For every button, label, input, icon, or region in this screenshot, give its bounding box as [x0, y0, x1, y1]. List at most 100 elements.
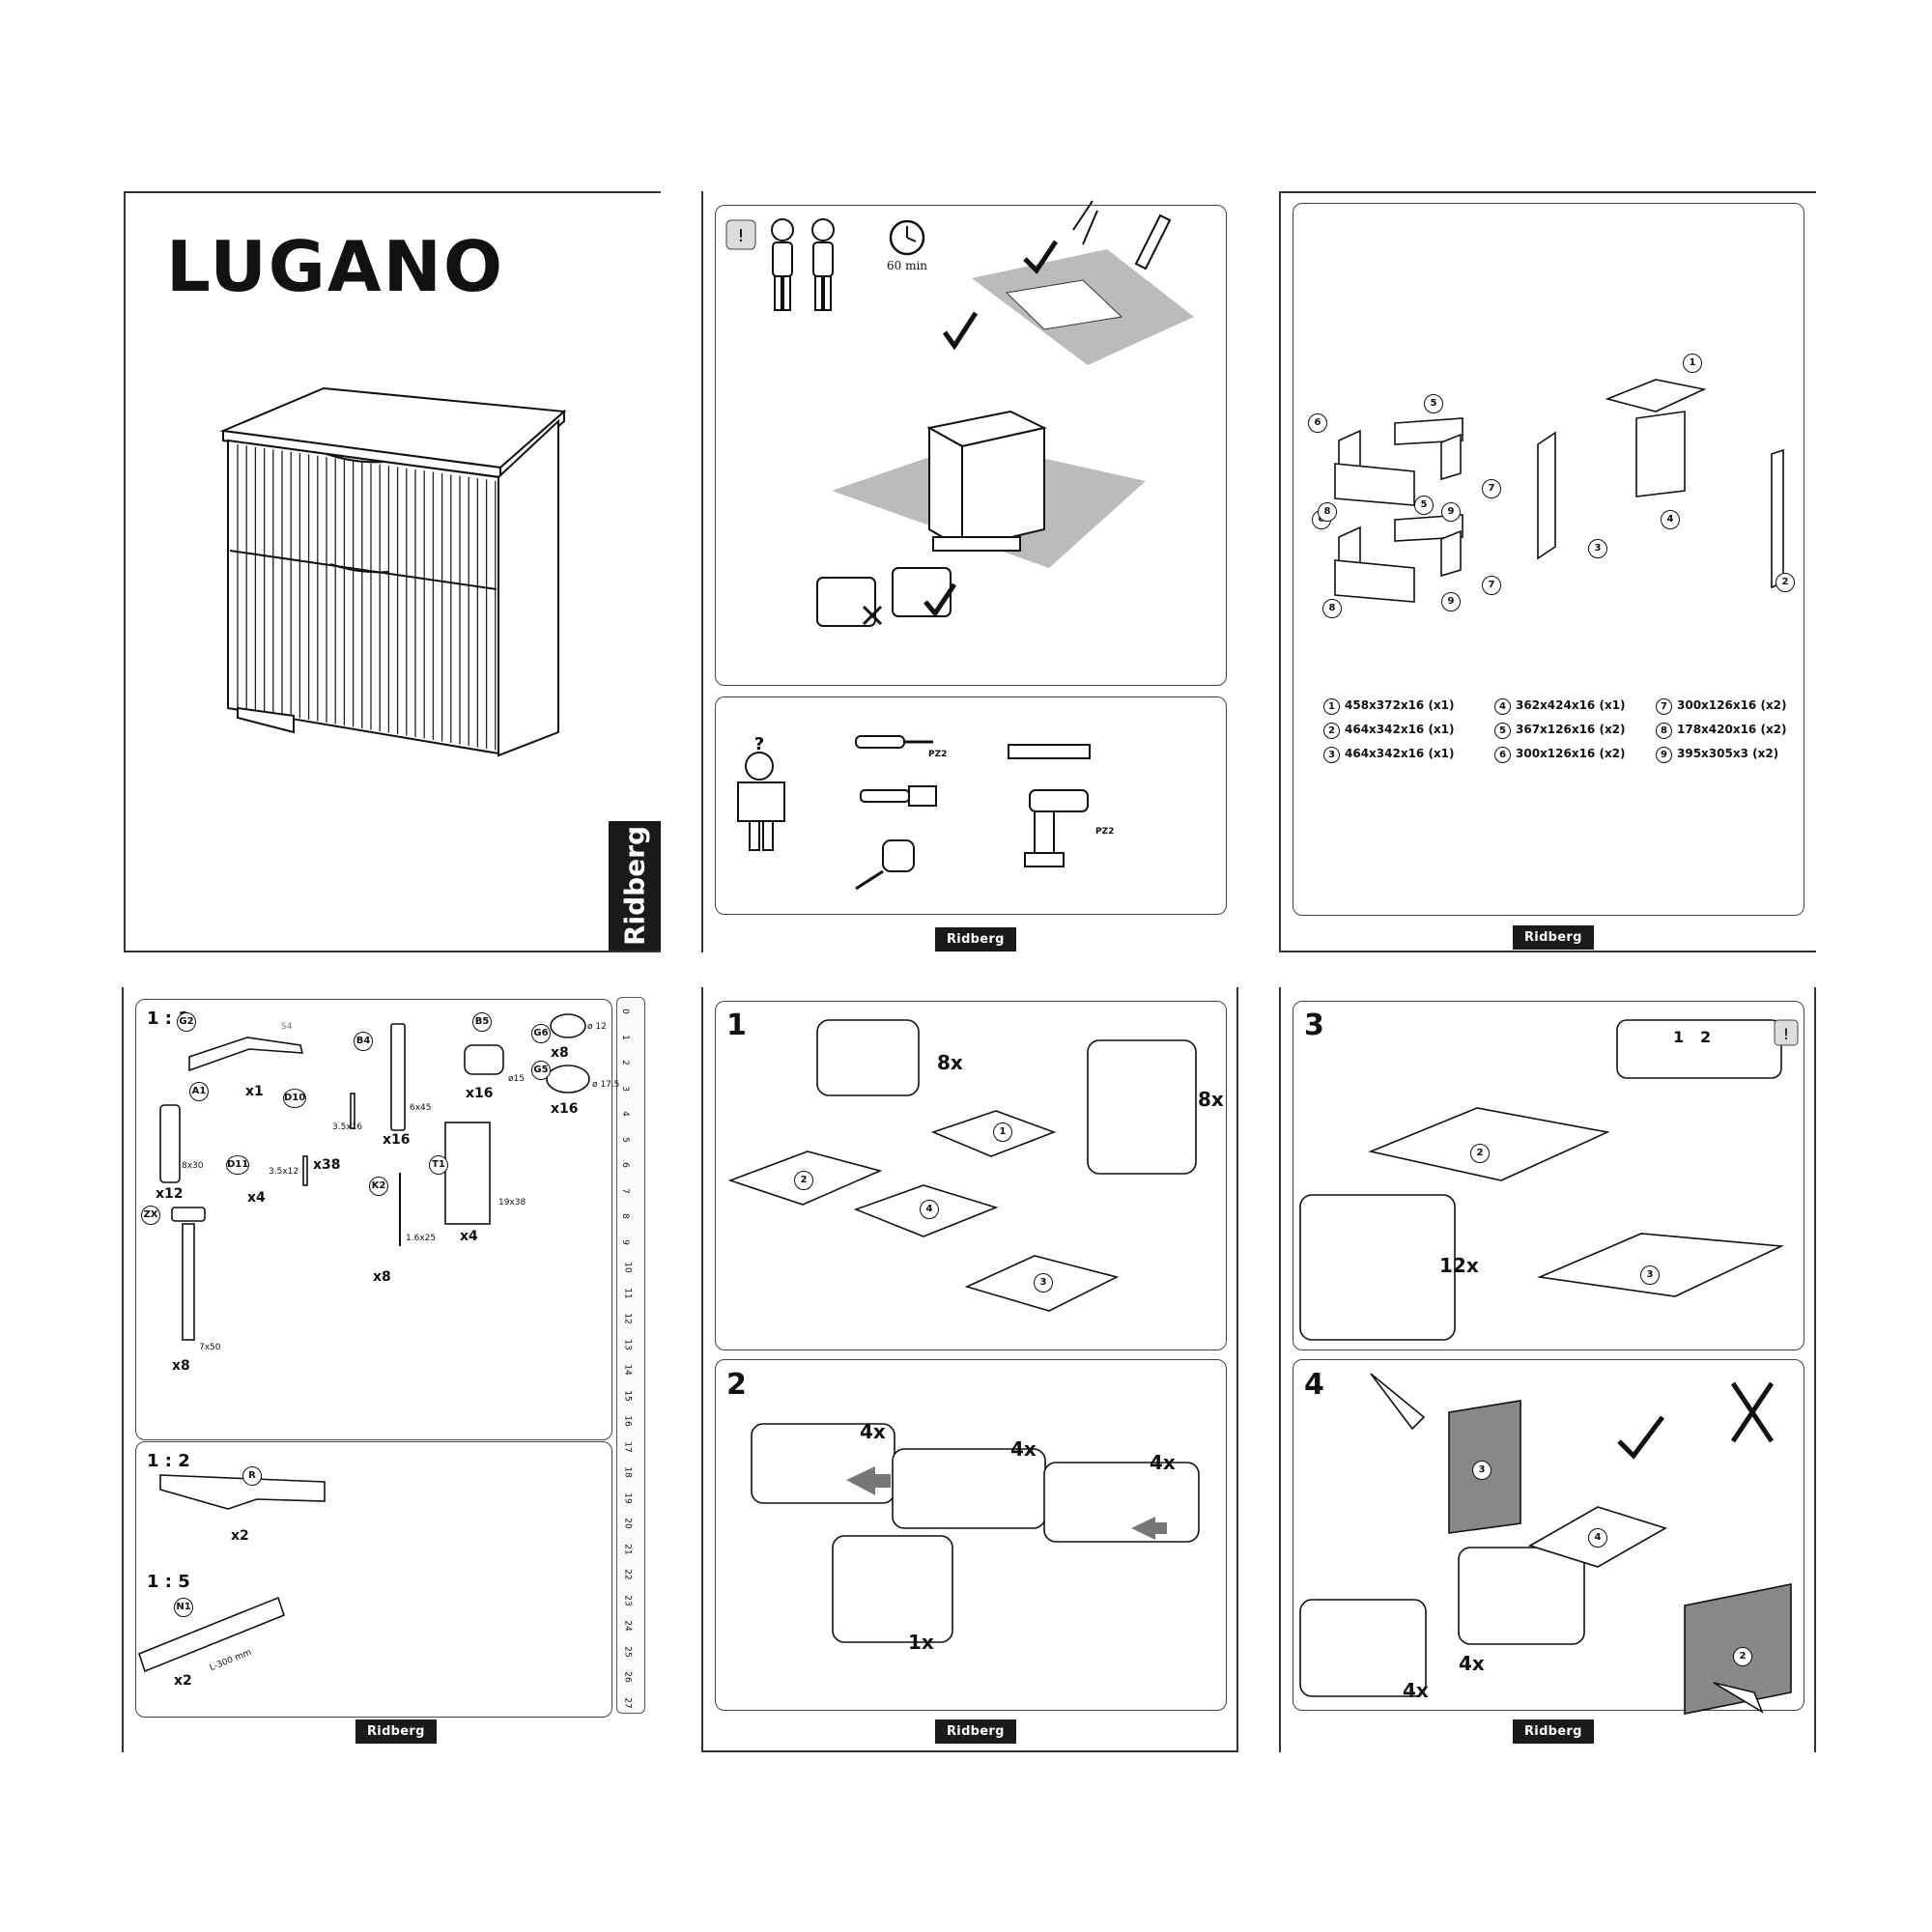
cover-page: LUGANO Ridberg — [124, 191, 661, 952]
svg-text:!: ! — [1783, 1025, 1789, 1043]
cover-brand-tab: Ridberg — [609, 821, 661, 951]
parts-page: 1 2 3 4 5 5 6 6 7 7 8 8 9 9 1458x372x16 … — [1279, 191, 1816, 952]
step1-part-2: 2 — [794, 1171, 813, 1190]
steps34-border-right — [1814, 987, 1816, 1752]
ruler-tick-label: 12 — [622, 1313, 633, 1324]
exploded-parts-illustration — [1334, 379, 1784, 603]
ruler-tick-label: 24 — [622, 1620, 633, 1632]
cover-border-bottom — [124, 951, 661, 952]
step-2-qty-b: 4x — [1010, 1437, 1037, 1461]
part-marker-8b: 8 — [1322, 599, 1342, 618]
hw-ZX-code: ZX — [141, 1206, 160, 1225]
steps12-border-right — [1236, 987, 1238, 1752]
step1-part-4: 4 — [920, 1200, 939, 1219]
part-marker-3: 3 — [1588, 539, 1607, 558]
screwdriver-bit-label: PZ2 — [928, 750, 948, 759]
step1-part-1: 1 — [993, 1122, 1012, 1142]
hw-D11-size: 3.5x12 — [269, 1167, 299, 1177]
step1-part-3: 3 — [1034, 1273, 1053, 1293]
ruler-tick-label: 3 — [619, 1085, 630, 1092]
hw-G5-size: ø 17.5 — [592, 1080, 620, 1090]
step3-part-3: 3 — [1640, 1265, 1660, 1285]
part-marker-4: 4 — [1661, 510, 1680, 529]
part-marker-2: 2 — [1776, 573, 1795, 592]
hw-G6-size: ø 12 — [587, 1022, 607, 1032]
part-marker-5b: 5 — [1414, 496, 1434, 515]
steps34-brand-tab: Ridberg — [1513, 1719, 1594, 1744]
parts-panel — [1293, 203, 1804, 916]
part-marker-5a: 5 — [1424, 394, 1443, 413]
hw-B5-qty: x16 — [466, 1086, 494, 1101]
scale-1-5: 1 : 5 — [147, 1572, 190, 1592]
hw-G5-code: G5 — [531, 1061, 551, 1080]
step4-part-2: 2 — [1733, 1647, 1752, 1666]
ruler-tick-label: 1 — [619, 1034, 630, 1040]
steps-3-4-page: 3 4 ! 12x 1 2 4x 4x 2 3 3 4 2 Ridberg — [1279, 987, 1816, 1752]
hardware-border-left — [122, 987, 124, 1752]
hw-ZX-size: 7x50 — [199, 1343, 221, 1352]
scale-1-2: 1 : 2 — [147, 1451, 190, 1471]
ruler-tick-label: 21 — [622, 1543, 633, 1555]
hw-G2-size: S4 — [281, 1022, 293, 1032]
step-4-qty-a: 4x — [1459, 1652, 1485, 1675]
step-2-qty-c: 4x — [1150, 1451, 1176, 1474]
hw-D11-code: D11 — [226, 1155, 249, 1175]
steps-1-2-page: 1 2 8x 8x 4x 4x 4x 1x 1 2 3 4 Ridberg — [701, 987, 1238, 1752]
ruler-tick-label: 13 — [622, 1338, 633, 1350]
svg-text:?: ? — [754, 734, 764, 754]
step-1-qty-b: 8x — [1198, 1088, 1224, 1111]
ruler-tick-label: 18 — [622, 1466, 633, 1478]
ruler-tick-label: 20 — [622, 1518, 633, 1529]
ruler-tick-label: 15 — [622, 1389, 633, 1402]
ruler-tick-label: 16 — [622, 1415, 633, 1427]
hw-B4-code: B4 — [354, 1032, 373, 1051]
hw-ZX-qty: x8 — [172, 1358, 190, 1374]
hw-N1-qty: x2 — [174, 1673, 192, 1689]
ruler-tick-label: 26 — [622, 1671, 633, 1683]
ruler-tick-label: 22 — [622, 1569, 633, 1580]
hw-A1-size: 8x30 — [182, 1161, 204, 1171]
ruler-tick-label: 14 — [622, 1364, 633, 1376]
drill-bit-label: PZ2 — [1095, 827, 1115, 837]
parts-border-left — [1279, 191, 1281, 952]
part-marker-6a: 6 — [1308, 413, 1327, 433]
step-1-qty-a: 8x — [937, 1051, 963, 1074]
hw-N1-code: N1 — [174, 1598, 193, 1617]
hw-K2-qty: x8 — [373, 1269, 391, 1285]
hw-R-qty: x2 — [231, 1528, 249, 1544]
hw-G2-qty: x1 — [245, 1084, 264, 1099]
nightstand-illustration — [219, 386, 567, 757]
step-2-qty-a: 4x — [860, 1420, 886, 1443]
hw-G6-code: G6 — [531, 1024, 551, 1043]
hw-K2-code: K2 — [369, 1177, 388, 1196]
hw-B5-size: ø15 — [508, 1074, 525, 1084]
tools-panel — [715, 696, 1227, 915]
step-3-order-2: 1 — [1673, 1028, 1685, 1046]
ruler-tick-label: 10 — [622, 1262, 633, 1273]
part-marker-7b: 7 — [1482, 576, 1501, 595]
hw-D11-qty: x4 — [247, 1190, 266, 1206]
parts-brand-tab: Ridberg — [1513, 925, 1594, 950]
part-marker-9b: 9 — [1441, 592, 1461, 611]
step-2-number: 2 — [726, 1368, 747, 1402]
hw-K2-size: 1.6x25 — [406, 1234, 437, 1243]
step-2-qty-d: 1x — [908, 1631, 934, 1654]
hw-G2-code: G2 — [177, 1012, 196, 1032]
ruler-tick-label: 25 — [622, 1645, 633, 1658]
part-marker-1: 1 — [1683, 354, 1702, 373]
hw-G5-qty: x16 — [551, 1101, 579, 1117]
time-label: 60 min — [887, 259, 928, 272]
hw-A1-qty: x12 — [156, 1186, 184, 1202]
steps12-border-left — [701, 987, 703, 1752]
cover-border-top — [124, 191, 661, 193]
svg-text:!: ! — [737, 226, 744, 246]
steps34-border-left — [1279, 987, 1281, 1752]
ruler-tick-label: 7 — [619, 1187, 630, 1194]
part-marker-8a: 8 — [1318, 502, 1337, 522]
